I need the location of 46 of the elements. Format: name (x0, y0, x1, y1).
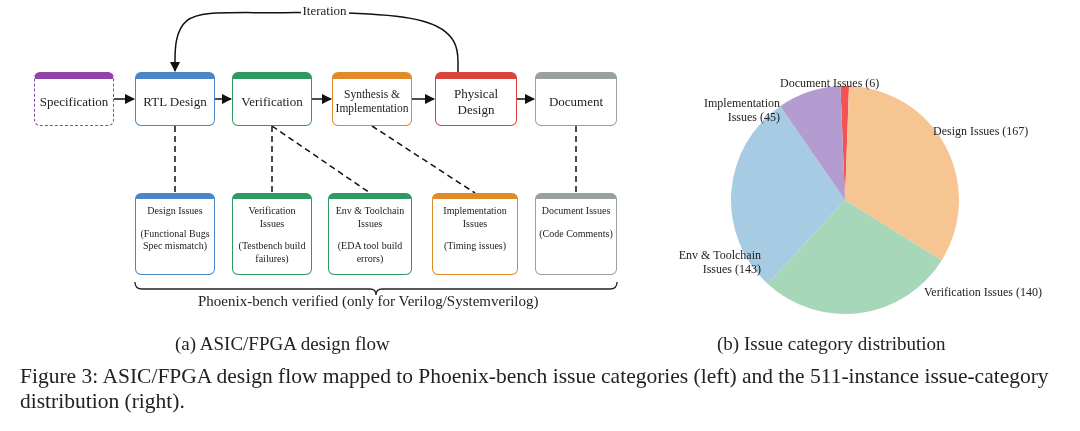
box-note: (EDA tool build errors) (336, 240, 404, 265)
arrow (113, 93, 136, 105)
box-title: Design Issues (146, 205, 204, 218)
slice-label: Env & Toolchain Issues (143) (677, 248, 761, 277)
box-note: (Testbench build failures) (237, 240, 307, 265)
box-title: Physical Design (452, 86, 500, 118)
subcaption: (a) ASIC/FPGA design flow (175, 333, 390, 355)
slice-label: Design Issues (167) (933, 124, 1029, 139)
issue-card (535, 193, 617, 275)
box-note: (Code Comments) (538, 227, 614, 240)
subcaption: (b) Issue category distribution (717, 333, 946, 355)
process-box (435, 72, 517, 126)
process-box (535, 72, 617, 126)
arrow (516, 93, 536, 105)
dashed-connector (575, 125, 577, 194)
dashed-connector (174, 125, 176, 194)
box-note: (Timing issues) (442, 240, 508, 253)
process-box (332, 72, 412, 126)
arrow (411, 93, 436, 105)
arrow (214, 93, 233, 105)
brace-label: Phoenix-bench verified (only for Verilog/Systemverilog) (198, 293, 539, 310)
box-title: Synthesis & Implementation (334, 88, 410, 116)
dashed-connector (371, 125, 476, 194)
process-box (232, 72, 312, 126)
box-title: Verification (241, 94, 303, 110)
slice-label: Verification Issues (140) (924, 285, 1042, 300)
dashed-connector (271, 125, 371, 194)
figure-caption: Figure 3: ASIC/FPGA design flow mapped to Phoenix-bench issue categories (left) and the 511-instance issue-category distribution (right). (20, 364, 1050, 414)
issue-card (232, 193, 312, 275)
process-box (135, 72, 215, 126)
box-title: Document (548, 94, 604, 110)
issue-card (432, 193, 518, 275)
slice-label: Document Issues (6) (780, 76, 880, 91)
box-title: Implementation Issues (442, 205, 508, 230)
box-title: Env & Toolchain Issues (334, 205, 406, 230)
box-title: Specification (39, 94, 109, 110)
slice-label: Implementation Issues (45) (703, 96, 780, 125)
arrow (311, 93, 333, 105)
process-box (34, 72, 114, 126)
box-title: Document Issues (540, 205, 612, 218)
issue-card (135, 193, 215, 275)
box-title: Verification Issues (247, 205, 297, 230)
box-note: (Functional Bugs Spec mismatch) (139, 227, 211, 253)
issue-card (328, 193, 412, 275)
box-title: RTL Design (143, 94, 207, 110)
dashed-connector (271, 125, 273, 194)
